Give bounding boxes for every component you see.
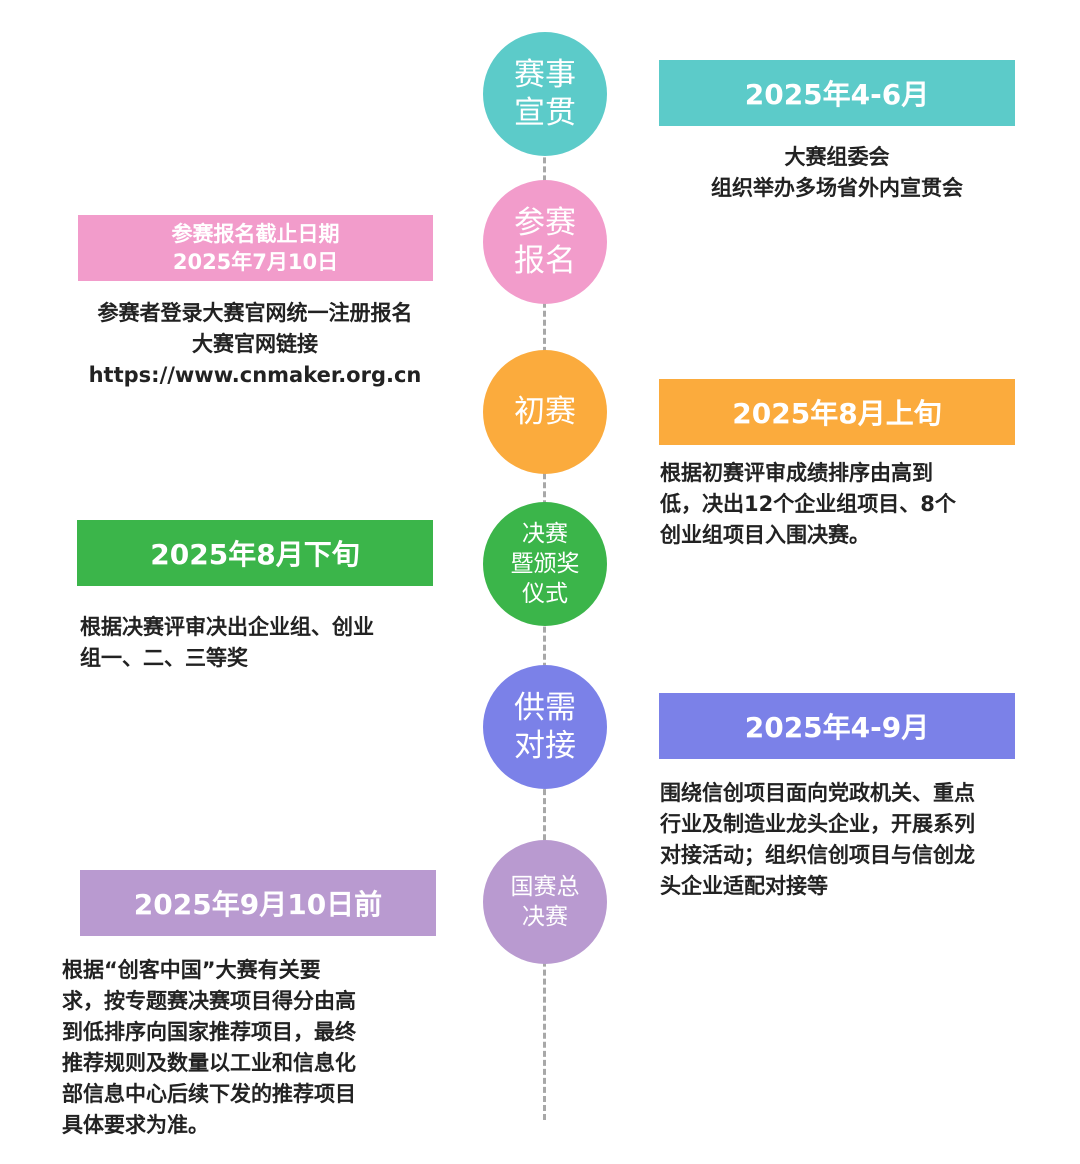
stage-description-1: 大赛组委会 组织举办多场省外内宣贯会 (711, 145, 963, 200)
stage-date-banner-4: 2025年8月下旬 (77, 520, 433, 586)
stage-circle-2: 参赛 报名 (483, 180, 607, 304)
stage-date-banner-5: 2025年4-9月 (659, 693, 1015, 759)
stage-date-banner-3: 2025年8月上旬 (659, 379, 1015, 445)
stage-description-4: 根据决赛评审决出企业组、创业 组一、二、三等奖 (80, 615, 374, 670)
stage-circle-1: 赛事 宣贯 (483, 32, 607, 156)
stage-date-banner-2: 参赛报名截止日期 2025年7月10日 (78, 215, 433, 281)
stage-description-3: 根据初赛评审成绩排序由高到 低，决出12个企业组项目、8个 创业组项目入围决赛。 (660, 461, 956, 547)
stage-circle-3: 初赛 (483, 350, 607, 474)
stage-description-6: 根据“创客中国”大赛有关要 求，按专题赛决赛项目得分由高 到低排序向国家推荐项目… (62, 958, 356, 1137)
stage-circle-4: 决赛 暨颁奖 仪式 (483, 502, 607, 626)
stage-description-5: 围绕信创项目面向党政机关、重点 行业及制造业龙头企业，开展系列 对接活动；组织信… (660, 781, 975, 898)
stage-circle-5: 供需 对接 (483, 665, 607, 789)
stage-date-banner-1: 2025年4-6月 (659, 60, 1015, 126)
stage-description-2: 参赛者登录大赛官网统一注册报名 大赛官网链接 https://www.cnmak… (88, 301, 422, 387)
stage-circle-6: 国赛总 决赛 (483, 840, 607, 964)
stage-date-banner-6: 2025年9月10日前 (80, 870, 436, 936)
